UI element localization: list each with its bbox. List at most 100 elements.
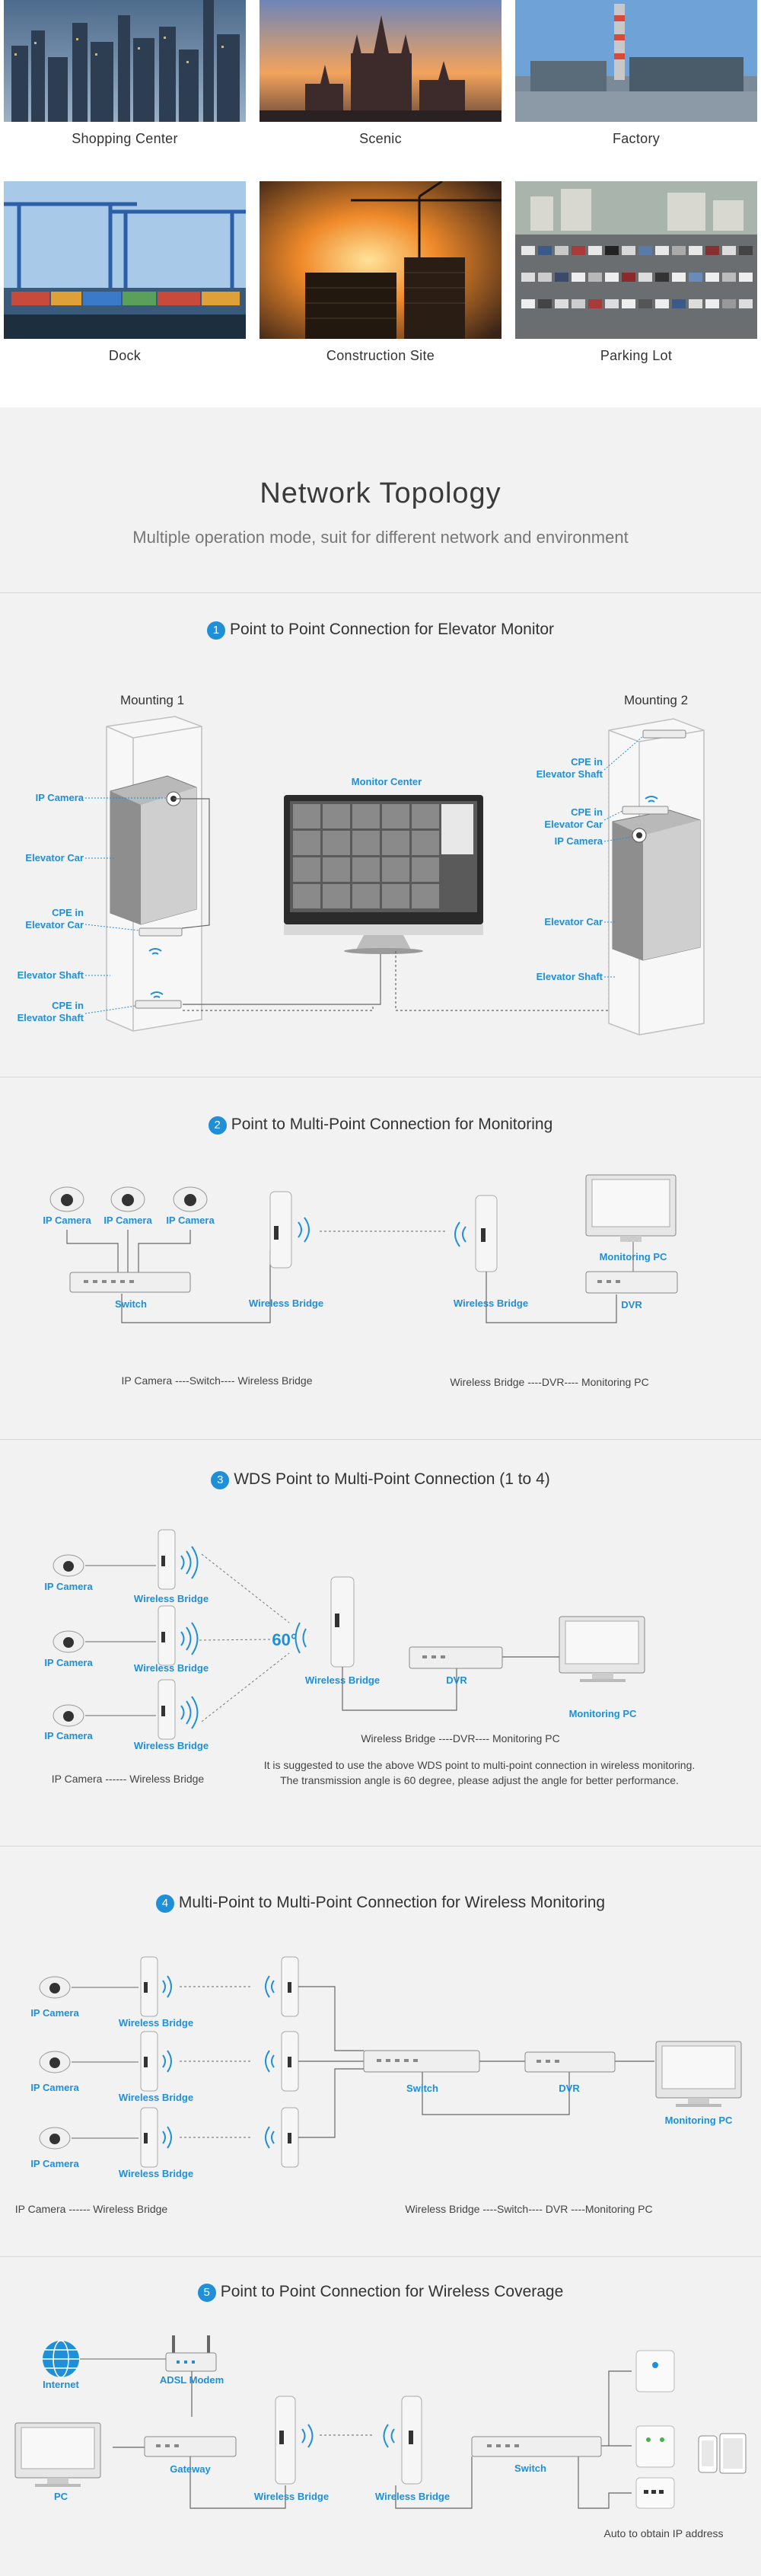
wireless-bridge-label: Wireless Bridge [134, 1740, 209, 1751]
wireless-bridge-label: Wireless Bridge [134, 1593, 209, 1604]
monitoring-pc-icon [585, 1174, 677, 1242]
wireless-bridge-icon [158, 1529, 176, 1590]
section-title-text: Point to Point Connection for Elevator M… [229, 621, 555, 638]
cpe-device-icon [642, 729, 686, 739]
gateway-label: Gateway [170, 2463, 211, 2475]
phone-icon [698, 2435, 718, 2473]
cpe-device-icon [622, 806, 669, 815]
wifi-signal-icon [301, 2424, 314, 2448]
section-title-text: WDS Point to Multi-Point Connection (1 t… [234, 1470, 550, 1488]
wireless-bridge-label: Wireless Bridge [134, 1662, 209, 1674]
dvr-icon [585, 1271, 678, 1294]
internet-globe-icon [43, 2340, 79, 2378]
wireless-bridge-label: Wireless Bridge [375, 2491, 450, 2502]
cpe-device-icon [135, 1000, 182, 1009]
ip-camera-icon [173, 1186, 208, 1212]
cpe-shaft-label-line1: CPE in [52, 1000, 84, 1011]
scene-construction: Construction Site [260, 181, 501, 363]
section-number-badge: 3 [211, 1471, 230, 1489]
ip-camera-label: IP Camera [44, 1657, 93, 1668]
cpe-device-icon [139, 927, 183, 937]
ip-camera-label: IP Camera [43, 1215, 91, 1226]
dvr-label: DVR [559, 2083, 580, 2094]
ip-camera-icon [632, 828, 647, 843]
wireless-bridge-icon [281, 2031, 299, 2092]
divider [0, 592, 761, 593]
wifi-signal-icon [265, 1975, 275, 1998]
flow-description: Wireless Bridge ----Switch---- DVR ----M… [405, 2203, 652, 2215]
divider [0, 1439, 761, 1440]
scene-image [260, 0, 501, 122]
wireless-bridge-icon [158, 1605, 176, 1666]
mounting-1-label: Mounting 1 [120, 693, 184, 707]
cable-line [342, 1656, 563, 1711]
p2mp-diagram: IP Camera IP Camera IP Camera Switch Wir… [43, 1174, 678, 1388]
ip-camera-label: IP Camera [166, 1215, 215, 1226]
wifi-signal-icon [162, 2126, 172, 2149]
wireless-bridge-label: Wireless Bridge [249, 1298, 323, 1309]
leader-line [603, 810, 623, 821]
elevator-car-label: Elevator Car [25, 852, 84, 863]
scene-scenic: Scenic [260, 0, 501, 146]
cpe-shaft-label-line1: CPE in [571, 756, 603, 768]
section-title-text: Point to Point Connection for Wireless C… [220, 2283, 564, 2300]
cpe-shaft-label-line2: Elevator Shaft [18, 1012, 84, 1023]
ip-camera-label: IP Camera [30, 2082, 79, 2093]
section-title-text: Multi-Point to Multi-Point Connection fo… [178, 1894, 606, 1911]
monitoring-pc-label: Monitoring PC [665, 2115, 733, 2126]
scene-caption: Factory [612, 131, 661, 146]
scene-image [260, 181, 501, 339]
tablet-icon [719, 2433, 747, 2474]
wireless-bridge-icon [475, 1195, 498, 1272]
scene-caption: Dock [108, 348, 142, 363]
wifi-signal-icon [180, 1696, 199, 1729]
wifi-signal-icon [180, 1546, 199, 1579]
cable-line [174, 798, 381, 1005]
flow-description: IP Camera ------ Wireless Bridge [15, 2203, 168, 2215]
wireless-bridge-label: Wireless Bridge [119, 2092, 193, 2103]
angle-label: 60° [272, 1630, 297, 1649]
section-number-badge: 4 [155, 1894, 174, 1913]
wireless-bridge-icon [330, 1576, 355, 1668]
dvr-icon [524, 2051, 616, 2073]
wireless-bridge-label: Wireless Bridge [454, 1298, 528, 1309]
mounting-2-label: Mounting 2 [624, 693, 688, 707]
pc-label: PC [54, 2491, 68, 2502]
wireless-bridge-label: Wireless Bridge [254, 2491, 329, 2502]
cable-line [298, 1986, 654, 2138]
wifi-icon [150, 991, 164, 998]
flow-description: IP Camera ----Switch---- Wireless Bridge [122, 1374, 313, 1387]
ip-camera-label: IP Camera [30, 2158, 79, 2169]
leader-line [84, 1005, 136, 1014]
monitoring-pc-icon [559, 1616, 645, 1682]
switch-icon [363, 2050, 480, 2073]
wifi-signal-icon [265, 2050, 275, 2073]
cpe-label-line1: CPE in [52, 907, 84, 918]
wifi-icon [148, 948, 162, 955]
section-title-text: Point to Multi-Point Connection for Moni… [231, 1116, 553, 1133]
internet-label: Internet [43, 2379, 79, 2390]
scene-caption: Scenic [359, 131, 402, 146]
wireless-bridge-icon [140, 1956, 158, 2017]
page-subtitle: Multiple operation mode, suit for differ… [132, 528, 629, 547]
switch-label: Switch [514, 2463, 546, 2474]
wifi-signal-icon [180, 1622, 199, 1655]
elevator-car-label: Elevator Car [544, 916, 603, 927]
ip-camera-icon [53, 1704, 84, 1727]
cable-line [113, 2370, 632, 2509]
wireless-bridge-label: Wireless Bridge [119, 2168, 193, 2179]
ip-camera-label: IP Camera [103, 1215, 152, 1226]
flow-description: Wireless Bridge ----DVR---- Monitoring P… [361, 1732, 559, 1744]
wifi-signal-icon [295, 1622, 307, 1654]
switch-icon [471, 2436, 602, 2457]
monitor-center-label: Monitor Center [352, 776, 422, 787]
elevator-diagram: Mounting 1 Mounting 2 IP Camera [18, 693, 705, 1036]
ip-camera-icon [53, 1630, 84, 1653]
divider [0, 1846, 761, 1847]
ip-camera-icon [39, 1976, 71, 1999]
wifi-signal-icon [383, 2424, 395, 2448]
